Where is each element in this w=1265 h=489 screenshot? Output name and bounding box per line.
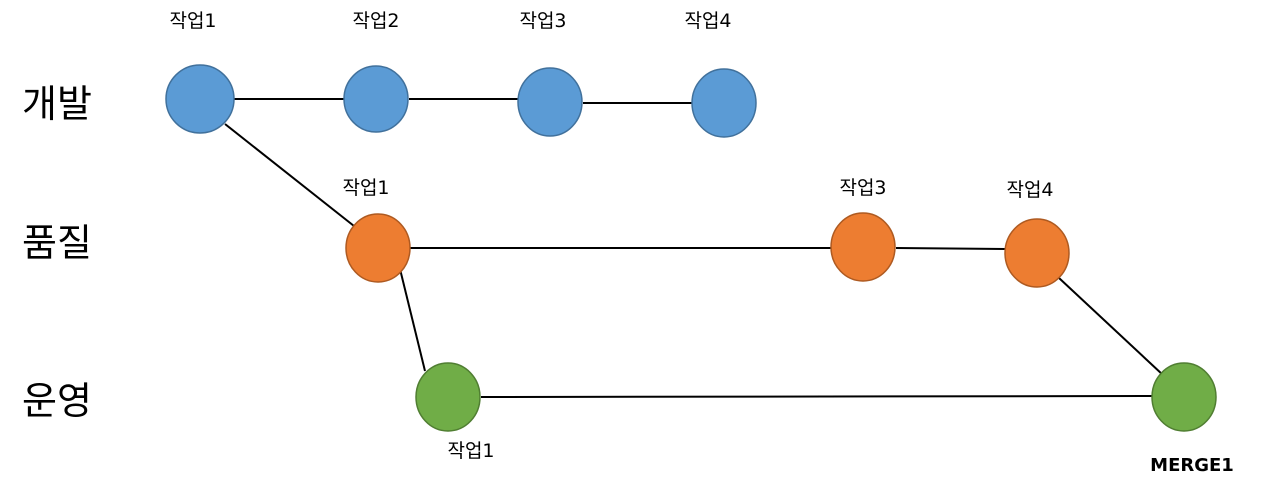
edge-qa4-merge1 bbox=[1058, 277, 1164, 376]
lane-label-ops: 운영 bbox=[22, 379, 92, 423]
label-qa-task1: 작업1 bbox=[342, 177, 389, 199]
label-dev-task4: 작업4 bbox=[684, 10, 731, 32]
node-ops-task1 bbox=[415, 362, 481, 432]
node-dev-task1 bbox=[165, 64, 235, 134]
node-ops-merge1 bbox=[1151, 362, 1217, 432]
label-dev-task2: 작업2 bbox=[352, 10, 399, 32]
label-merge1: MERGE1 bbox=[1150, 455, 1234, 476]
lane-label-dev: 개발 bbox=[22, 82, 92, 126]
node-labels: 작업1 작업2 작업3 작업4 작업1 작업3 작업4 작업1 MERGE1 bbox=[169, 10, 1233, 476]
edge-qa1-ops1 bbox=[399, 268, 426, 372]
node-dev-task4 bbox=[691, 68, 757, 138]
label-dev-task3: 작업3 bbox=[519, 10, 566, 32]
label-qa-task4: 작업4 bbox=[1006, 179, 1053, 201]
edge-ops1-merge1 bbox=[480, 395, 1153, 398]
node-dev-task2 bbox=[343, 65, 409, 133]
node-dev-task3 bbox=[517, 67, 583, 137]
label-qa-task3: 작업3 bbox=[839, 177, 886, 199]
node-qa-task3 bbox=[830, 212, 896, 282]
node-qa-task1 bbox=[345, 213, 411, 283]
nodes bbox=[165, 64, 1217, 432]
node-qa-task4 bbox=[1004, 218, 1070, 288]
edge-qa3-qa4 bbox=[895, 247, 1006, 250]
label-dev-task1: 작업1 bbox=[169, 10, 216, 32]
lane-label-qa: 품질 bbox=[22, 221, 92, 265]
label-ops-task1: 작업1 bbox=[447, 440, 494, 462]
edge-dev1-qa1 bbox=[224, 123, 355, 227]
edges bbox=[224, 98, 1164, 398]
